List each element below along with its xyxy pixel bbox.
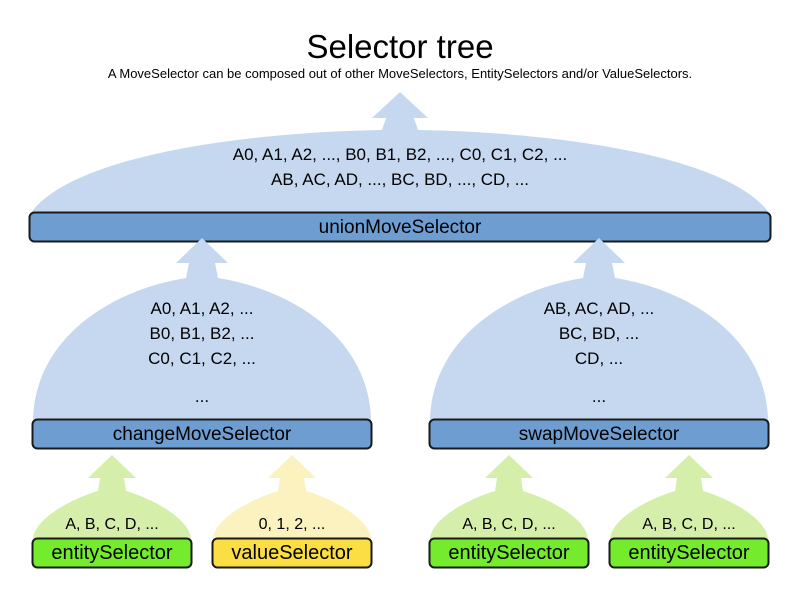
entity-selector-shape	[608, 455, 770, 569]
value-selector-shape	[211, 455, 373, 569]
node-change-value-selector[interactable]: 0, 1, 2, ... valueSelector	[211, 455, 373, 569]
node-union-move-selector[interactable]: A0, A1, A2, ..., B0, B1, B2, ..., C0, C1…	[28, 92, 772, 243]
swap-move-selector-shape	[428, 238, 770, 450]
entity-selector-shape	[31, 455, 193, 569]
page-title: Selector tree	[306, 28, 494, 65]
node-swap-move-selector[interactable]: AB, AC, AD, ... BC, BD, ... CD, ... ... …	[428, 238, 770, 450]
node-swap-entity-selector-right[interactable]: A, B, C, D, ... entitySelector	[608, 455, 770, 569]
page-subtitle: A MoveSelector can be composed out of ot…	[107, 66, 693, 81]
union-move-selector-shape	[28, 92, 772, 243]
change-move-selector-shape	[31, 238, 373, 450]
node-swap-entity-selector-left[interactable]: A, B, C, D, ... entitySelector	[428, 455, 590, 569]
node-change-move-selector[interactable]: A0, A1, A2, ... B0, B1, B2, ... C0, C1, …	[31, 238, 373, 450]
node-change-entity-selector[interactable]: A, B, C, D, ... entitySelector	[31, 455, 193, 569]
entity-selector-shape	[428, 455, 590, 569]
